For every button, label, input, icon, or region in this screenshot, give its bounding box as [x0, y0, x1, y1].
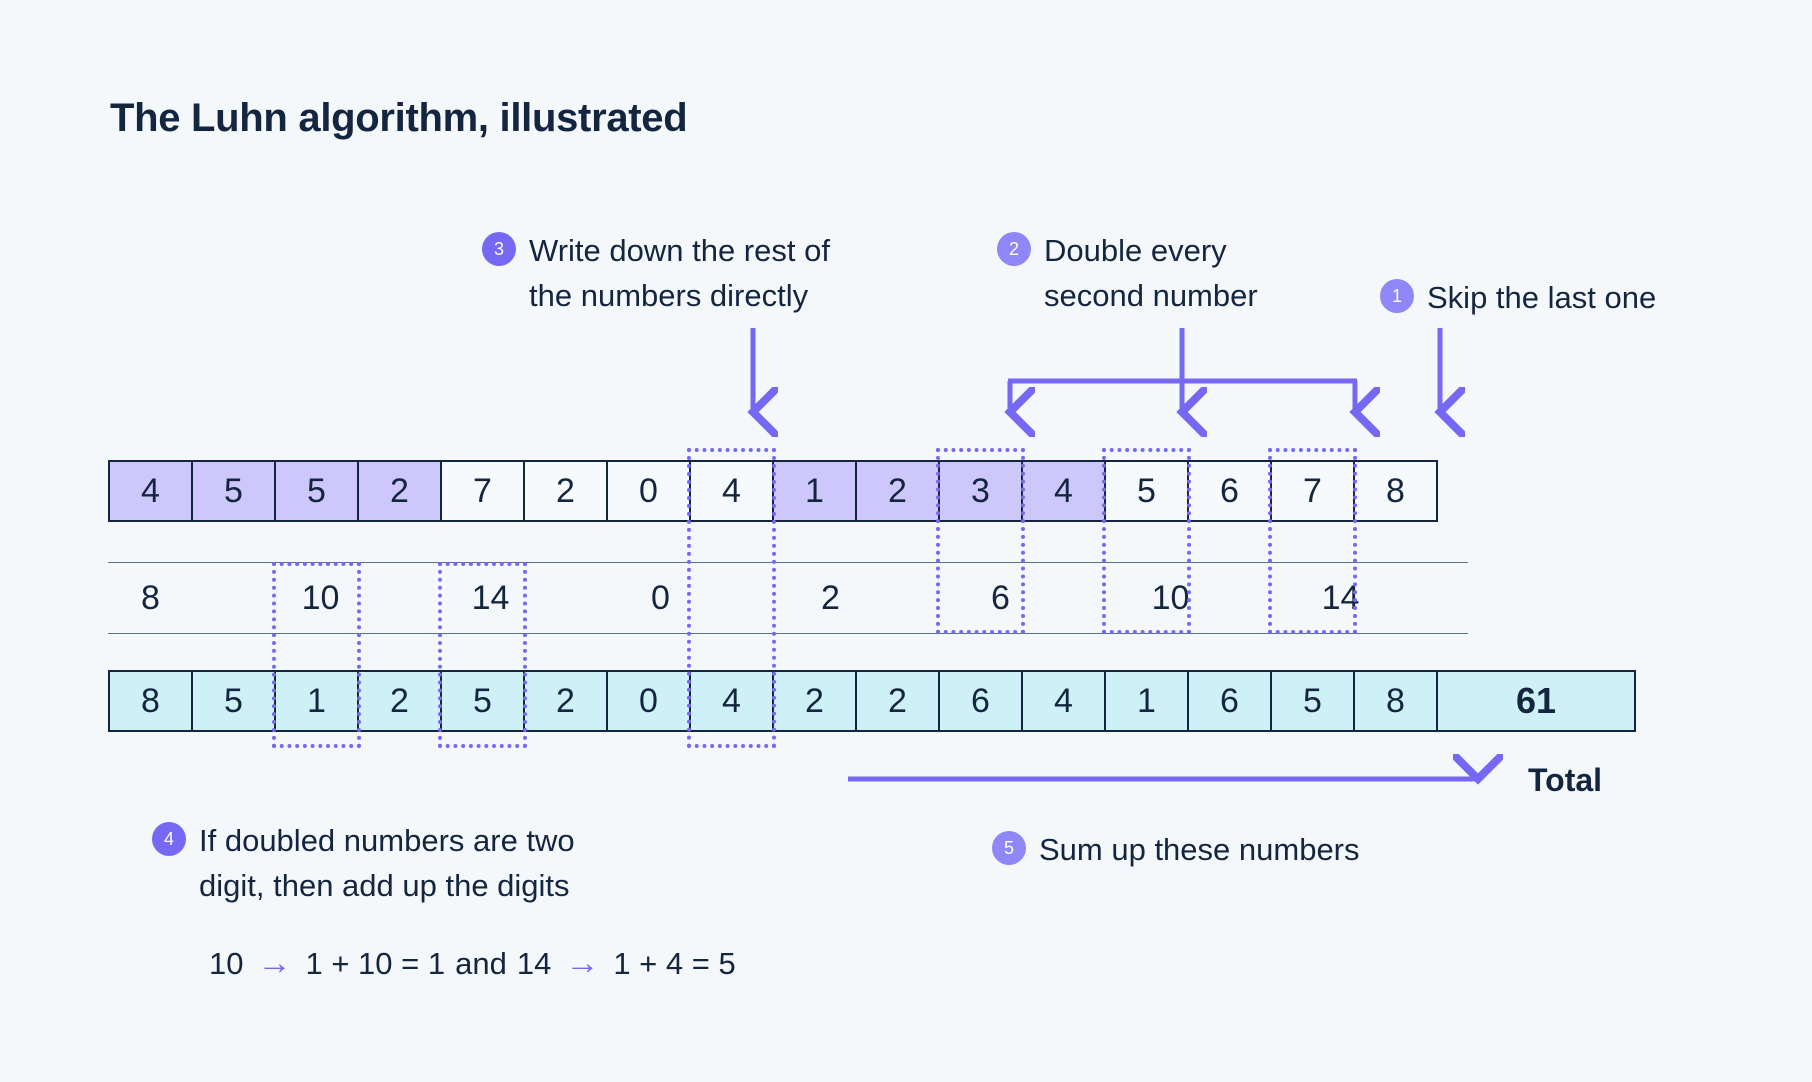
- doubled-cell-8: [703, 562, 788, 634]
- step-badge-4: 4: [152, 822, 186, 856]
- digit-cell-9: 1: [772, 460, 857, 522]
- callout-step-3: 3 Write down the rest of the numbers dir…: [482, 228, 830, 318]
- formula-conjunction: and: [455, 945, 507, 981]
- doubled-row: 8 10 14 0 2 6 10 14: [108, 562, 1468, 634]
- sum-cell-2: 5: [191, 670, 276, 732]
- digit-cell-13: 5: [1104, 460, 1189, 522]
- digit-sum-formula: 10 → 1 + 10 = 1 and 14 → 1 + 4 = 5: [209, 944, 736, 983]
- digit-cell-11: 3: [938, 460, 1023, 522]
- digit-cell-2: 5: [191, 460, 276, 522]
- step-badge-5: 5: [992, 831, 1026, 865]
- digit-cell-7: 0: [606, 460, 691, 522]
- digit-cell-3: 5: [274, 460, 359, 522]
- sum-cell-16: 8: [1353, 670, 1438, 732]
- step-text-1: Skip the last one: [1427, 280, 1657, 315]
- doubled-cell-4: [363, 562, 448, 634]
- sum-cell-9: 2: [772, 670, 857, 732]
- doubled-cell-3: 10: [278, 562, 363, 634]
- doubled-cell-15: 14: [1298, 562, 1383, 634]
- digit-cell-15: 7: [1270, 460, 1355, 522]
- callout-step-2: 2 Double every second number: [997, 228, 1258, 318]
- step-badge-2: 2: [997, 232, 1031, 266]
- sum-cell-12: 4: [1021, 670, 1106, 732]
- digit-cell-6: 2: [523, 460, 608, 522]
- doubled-cell-11: 6: [958, 562, 1043, 634]
- step-text-3: Write down the rest of the numbers direc…: [529, 233, 830, 313]
- step-text-5: Sum up these numbers: [1039, 832, 1360, 867]
- total-label: Total: [1528, 762, 1603, 798]
- doubled-cell-9: 2: [788, 562, 873, 634]
- sum-cell-1: 8: [108, 670, 193, 732]
- step-badge-1: 1: [1380, 279, 1414, 313]
- sum-cell-4: 2: [357, 670, 442, 732]
- sum-cell-14: 6: [1187, 670, 1272, 732]
- right-arrow-icon: →: [257, 944, 292, 982]
- doubled-cell-12: [1043, 562, 1128, 634]
- doubled-cell-2: [193, 562, 278, 634]
- digit-cell-10: 2: [855, 460, 940, 522]
- sum-cell-10: 2: [855, 670, 940, 732]
- digit-cell-5: 7: [440, 460, 525, 522]
- formula-left-value: 10: [209, 945, 244, 981]
- digit-cell-4: 2: [357, 460, 442, 522]
- page-title: The Luhn algorithm, illustrated: [110, 96, 688, 140]
- sum-cell-8: 4: [689, 670, 774, 732]
- doubled-cell-14: [1213, 562, 1298, 634]
- doubled-cell-5: 14: [448, 562, 533, 634]
- digit-cell-12: 4: [1021, 460, 1106, 522]
- doubled-cell-7: 0: [618, 562, 703, 634]
- sum-cell-13: 1: [1104, 670, 1189, 732]
- step-text-2: Double every second number: [1044, 233, 1258, 313]
- sum-cell-3: 1: [274, 670, 359, 732]
- doubled-cell-16: [1383, 562, 1468, 634]
- sum-cell-5: 5: [440, 670, 525, 732]
- formula-left-result: 1 + 10 = 1: [305, 945, 446, 981]
- formula-right-result: 1 + 4 = 5: [613, 945, 736, 981]
- doubled-cell-10: [873, 562, 958, 634]
- doubled-cell-1: 8: [108, 562, 193, 634]
- digit-cell-14: 6: [1187, 460, 1272, 522]
- doubled-cell-6: [533, 562, 618, 634]
- digit-cell-8: 4: [689, 460, 774, 522]
- sum-cell-15: 5: [1270, 670, 1355, 732]
- step-text-4: If doubled numbers are two digit, then a…: [199, 823, 575, 903]
- right-arrow-icon-2: →: [565, 944, 600, 982]
- total-cell: 61: [1436, 670, 1636, 732]
- sum-cell-11: 6: [938, 670, 1023, 732]
- doubled-cell-13: 10: [1128, 562, 1213, 634]
- formula-right-value: 14: [516, 945, 552, 981]
- callout-step-5: 5 Sum up these numbers: [992, 827, 1360, 872]
- digit-cell-16: 8: [1353, 460, 1438, 522]
- arrow-step-2-bracket: [1008, 328, 1357, 412]
- callout-step-4: 4 If doubled numbers are two digit, then…: [152, 818, 575, 908]
- step-badge-3: 3: [482, 232, 516, 266]
- digit-cell-1: 4: [108, 460, 193, 522]
- sum-cell-6: 2: [523, 670, 608, 732]
- sum-cell-7: 0: [606, 670, 691, 732]
- callout-step-1: 1 Skip the last one: [1380, 275, 1656, 320]
